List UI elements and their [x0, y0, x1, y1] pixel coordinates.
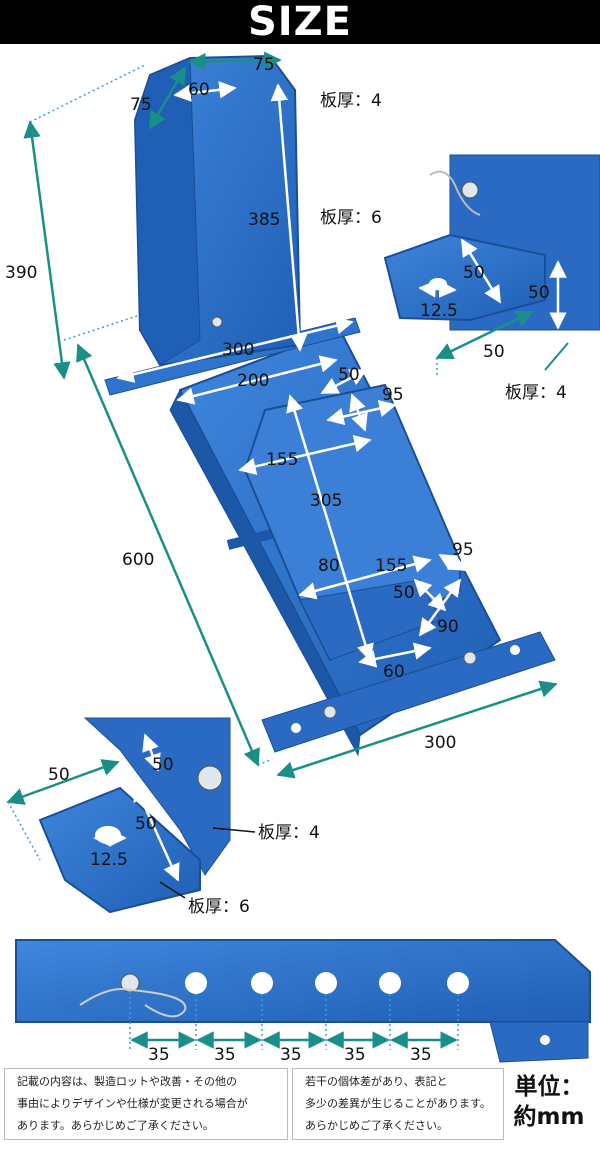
- bolt-icon: [211, 316, 223, 328]
- bolt-icon: [197, 765, 223, 791]
- strip-hole: [379, 972, 401, 994]
- dim-lower-95: 95: [452, 540, 474, 560]
- note-left: 記載の内容は、製造ロットや改善・その他の 事由によりデザインや仕様が変更される場…: [4, 1068, 288, 1140]
- dim-width-200: 200: [237, 371, 269, 391]
- detail-top-right: 板厚：6 板厚：4 50 50 50 12.5: [320, 154, 600, 403]
- holes-strip: 35 35 35 35 35: [15, 939, 591, 1065]
- main-stand-figure: 75 75 60 板厚：4 390 385 300 200 50 95 155 …: [5, 51, 558, 779]
- dim-post-385: 385: [248, 210, 280, 230]
- unit-label: 単位： 約mm: [504, 1072, 594, 1132]
- strip-hole: [447, 972, 469, 994]
- dim-cradle-155: 155: [266, 450, 298, 470]
- strip-spacing-1: 35: [148, 1045, 170, 1065]
- hole-icon: [540, 1035, 550, 1045]
- dimension-lines-inner: [116, 81, 467, 668]
- detail-left-50-c: 50: [135, 814, 157, 834]
- r-clip-icon: [429, 170, 481, 216]
- dim-lower-90: 90: [437, 617, 459, 637]
- dim-base-300: 300: [424, 733, 456, 753]
- unit-label-line-1: 単位：: [514, 1074, 584, 1100]
- strip-hole: [185, 972, 207, 994]
- unit-label-line-2: 約mm: [513, 1104, 585, 1130]
- dim-cradle-50: 50: [338, 365, 360, 385]
- note-left-line-3: あります。あらかじめご了承ください。: [17, 1119, 214, 1132]
- detail-top-hole: 12.5: [420, 301, 458, 321]
- mount-hole-icon: [510, 645, 520, 655]
- detail-top-thickness-6: 板厚：6: [320, 208, 382, 228]
- mount-hole-icon: [291, 723, 301, 733]
- strip-spacing-3: 35: [280, 1045, 302, 1065]
- detail-top-50-b: 50: [528, 283, 550, 303]
- strip-spacing-4: 35: [344, 1045, 366, 1065]
- note-left-line-1: 記載の内容は、製造ロットや改善・その他の: [17, 1075, 237, 1088]
- dim-lower-60: 60: [383, 662, 405, 682]
- dim-lower-50: 50: [393, 583, 415, 603]
- strip-hole: [315, 972, 337, 994]
- dim-lower-155: 155: [375, 556, 407, 576]
- detail-left-50-b: 50: [152, 755, 174, 775]
- detail-left-hole: 12.5: [90, 850, 128, 870]
- note-left-line-2: 事由によりデザインや仕様が変更される場合が: [17, 1097, 248, 1110]
- strip-extension-lines: [129, 992, 459, 1050]
- dim-top-width: 75: [253, 55, 275, 75]
- dim-top-inner: 60: [188, 80, 210, 100]
- detail-top-50-a: 50: [463, 263, 485, 283]
- dimension-lines: [23, 51, 558, 779]
- dim-length-305: 305: [310, 491, 342, 511]
- note-right-line-1: 若干の個体差があり、表記と: [305, 1075, 448, 1088]
- hole-icon: [95, 826, 121, 844]
- dim-lower-80: 80: [318, 556, 340, 576]
- strip-spacing-5: 35: [410, 1045, 432, 1065]
- page-title: SIZE: [247, 0, 353, 45]
- dim-cradle-95: 95: [382, 385, 404, 405]
- r-clip-icon: [79, 988, 187, 1018]
- strip-holes: [185, 972, 469, 994]
- dim-top-side: 75: [130, 95, 152, 115]
- strip-hole: [251, 972, 273, 994]
- detail-left-thickness-6: 板厚：6: [188, 897, 250, 917]
- extension-lines: [29, 64, 271, 766]
- strip-spacing-2: 35: [214, 1045, 236, 1065]
- dim-height-390: 390: [5, 263, 37, 283]
- label-plate-thickness-4: 板厚：4: [320, 91, 382, 111]
- strip-bar: [15, 939, 591, 1023]
- dim-width-300: 300: [222, 340, 254, 360]
- bolt-icon: [463, 651, 477, 665]
- note-right-line-2: 多少の差異が生じることがあります。: [305, 1097, 491, 1110]
- note-right: 若干の個体差があり、表記と 多少の差異が生じることがあります。 あらかじめご了承…: [292, 1068, 504, 1140]
- detail-top-thickness-4: 板厚：4: [505, 383, 567, 403]
- bolt-icon: [323, 705, 337, 719]
- header-bar: [0, 0, 600, 44]
- detail-left-thickness-4: 板厚：4: [258, 823, 320, 843]
- strip-foot: [489, 1021, 589, 1063]
- detail-left-50-a: 50: [48, 765, 70, 785]
- note-right-line-3: あらかじめご了承ください。: [305, 1119, 448, 1132]
- detail-bottom-left: 50 50 50 12.5 板厚：4 板厚：6: [6, 717, 320, 917]
- dim-length-600: 600: [122, 550, 154, 570]
- detail-top-50-c: 50: [483, 342, 505, 362]
- pin-icon: [461, 181, 479, 199]
